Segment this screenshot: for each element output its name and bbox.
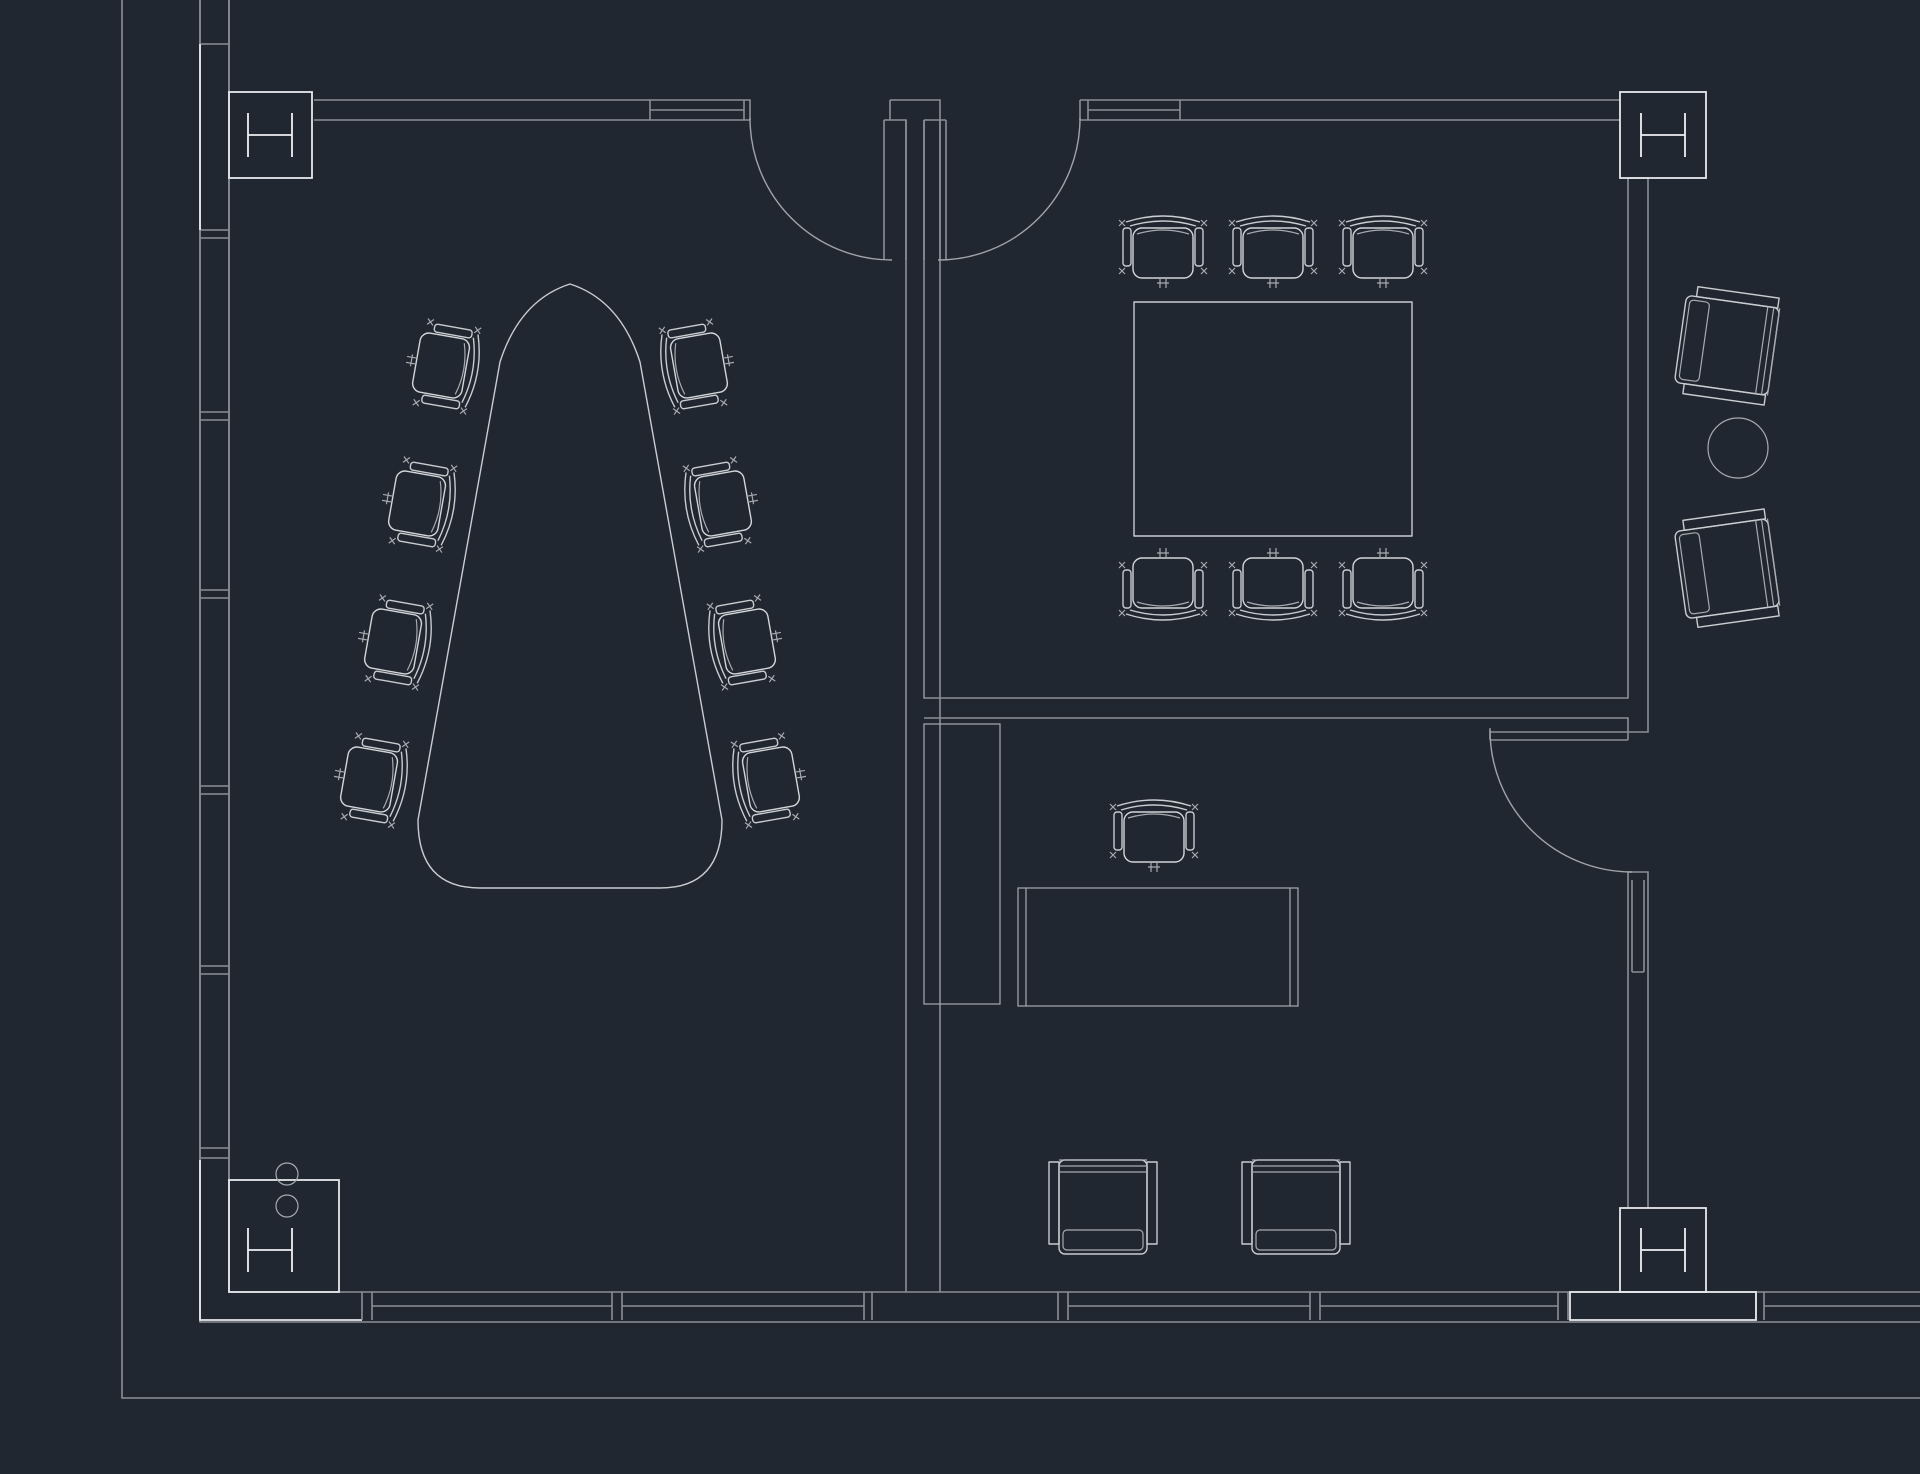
column-southeast <box>1619 1207 1707 1293</box>
meeting-chair-top-1[interactable] <box>1118 215 1208 289</box>
conference-chair-right-2[interactable] <box>678 453 766 554</box>
office-desk[interactable] <box>1017 887 1299 1007</box>
south-window-wall <box>361 1291 1920 1321</box>
column-northeast <box>1619 91 1707 179</box>
lounge-armchair-1[interactable] <box>1672 284 1782 407</box>
conference-chair-right-4[interactable] <box>726 729 814 830</box>
office-door-swing <box>1489 729 1633 873</box>
conference-chair-right-1[interactable] <box>654 315 742 416</box>
conference-chair-left-4[interactable] <box>326 729 414 830</box>
meeting-chair-bottom-1[interactable] <box>1118 547 1208 621</box>
central-partition <box>883 99 947 1292</box>
desk-chair[interactable] <box>1109 799 1199 873</box>
conference-chair-left-1[interactable] <box>398 315 486 416</box>
building-outline <box>121 0 1920 1399</box>
guest-armchair-2[interactable] <box>1241 1159 1351 1255</box>
guest-armchair-1[interactable] <box>1048 1159 1158 1255</box>
meeting-chair-bottom-3[interactable] <box>1338 547 1428 621</box>
conference-chair-right-3[interactable] <box>702 591 790 692</box>
north-wall-meeting <box>1079 99 1620 121</box>
north-wall-conference <box>314 99 751 121</box>
column-southwest <box>228 1162 340 1293</box>
lounge-armchair-2[interactable] <box>1672 507 1782 630</box>
column-northwest <box>228 91 313 179</box>
conference-chair-left-3[interactable] <box>350 591 438 692</box>
round-side-table[interactable] <box>1707 417 1769 479</box>
conference-chair-left-2[interactable] <box>374 453 462 554</box>
credenza[interactable] <box>923 723 1001 1005</box>
conference-table[interactable] <box>417 283 723 889</box>
meeting-door-swing <box>937 117 1081 261</box>
meeting-chair-bottom-2[interactable] <box>1228 547 1318 621</box>
meeting-room-walls <box>923 120 1649 741</box>
conference-door-swing <box>749 117 893 261</box>
office-east-wall <box>1627 871 1649 1208</box>
meeting-table[interactable] <box>1133 301 1413 537</box>
west-window-wall <box>199 0 362 1321</box>
meeting-chair-top-2[interactable] <box>1228 215 1318 289</box>
meeting-chair-top-3[interactable] <box>1338 215 1428 289</box>
